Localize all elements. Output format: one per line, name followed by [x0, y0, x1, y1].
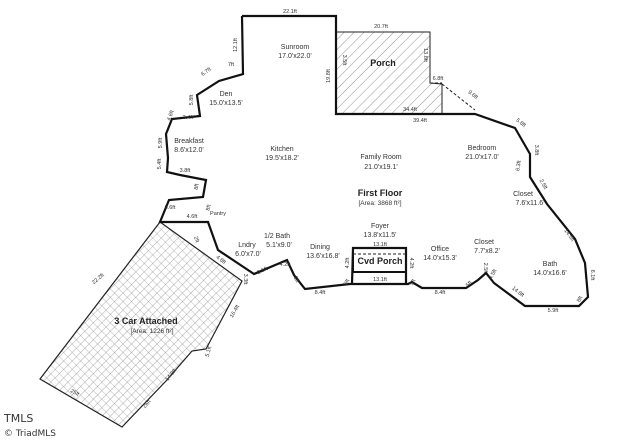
dim-label: 4.5ft: [488, 268, 499, 281]
dim-label: 16.4ft: [229, 304, 241, 319]
dim-label: 4.2ft: [345, 257, 351, 268]
foyer-label: Foyer: [371, 223, 390, 230]
dim-label: 5ft: [409, 278, 417, 287]
dim-label: 7ft: [228, 62, 235, 68]
dim-label: 4.2ft: [280, 262, 291, 268]
kitchen-dims: 19.5'x18.2': [265, 155, 298, 162]
family-room-label: Family Room: [360, 154, 401, 161]
breakfast-label: Breakfast: [174, 138, 204, 145]
closet1-label: Closet: [513, 191, 533, 198]
porch-dashed-diag: [441, 83, 476, 111]
dim-label: 12.1ft: [233, 38, 239, 52]
breakfast-dims: 8.6'x12.0': [174, 147, 204, 154]
dim-label: 14.5ft: [562, 228, 575, 243]
dim-label: 2.5ft: [256, 266, 269, 276]
dim-label: 22.2ft: [91, 272, 106, 286]
dim-label: 5ft: [465, 280, 474, 289]
closet1-dims: 7.6'x11.6': [515, 200, 544, 207]
bedroom-label: Bedroom: [468, 145, 497, 152]
lndry-dims: 6.0'x7.0': [235, 251, 261, 258]
porch-label: Porch: [370, 58, 396, 68]
dim-label: 6.8ft: [433, 76, 444, 82]
dim-label: 8ft: [205, 204, 213, 212]
dim-label: 20.7ft: [374, 24, 388, 30]
dim-label: 13.1ft: [373, 277, 387, 283]
lndry-label: Lndry: [238, 242, 256, 249]
dim-label: 6.6ft: [165, 205, 176, 211]
bath-dims: 14.0'x16.6': [533, 270, 566, 277]
dim-label: 26ft: [142, 399, 153, 410]
dim-label: 5.8ft: [189, 94, 195, 105]
dim-label: 2ft: [192, 236, 200, 244]
dim-label: 2.5ft: [482, 263, 488, 274]
dim-label: 8ft: [576, 295, 584, 304]
cvd-porch-label: Cvd Porch: [357, 256, 402, 266]
dim-label: 3.4ft: [183, 115, 194, 121]
dim-label: 8ft: [194, 183, 201, 191]
dim-label: 4.8ft: [215, 255, 227, 267]
dim-label: 5ft: [292, 275, 300, 284]
dim-label: 22.1ft: [283, 9, 297, 15]
half-bath-dims: 5.1'x9.0': [266, 242, 292, 249]
watermark-line1: TMLS: [3, 412, 33, 425]
porch-area: [335, 31, 443, 115]
dim-label: 4.6ft: [166, 109, 175, 122]
half-bath-label: 1/2 Bath: [264, 233, 290, 240]
den-label: Den: [220, 91, 233, 98]
dim-label: 4.2ft: [408, 258, 414, 269]
floor-title: First Floor: [358, 188, 403, 198]
dim-label: 6.3ft: [515, 160, 523, 172]
dim-label: 3.3ft: [242, 274, 248, 285]
bath-label: Bath: [543, 261, 558, 268]
dim-label: 5ft: [343, 278, 351, 287]
pantry-label: Pantry: [210, 211, 226, 217]
dim-label: 3.5ft: [341, 55, 347, 66]
office-dims: 14.0'x15.3': [423, 255, 456, 262]
dining-dims: 13.6'x16.8': [306, 253, 339, 260]
dim-label: 6.1ft: [589, 270, 595, 281]
floor-area: [Area: 3868 ft²]: [359, 200, 402, 207]
dim-label: 5.4ft: [157, 158, 163, 169]
dim-label: 5.9ft: [158, 137, 164, 148]
garage-label: 3 Car Attached: [114, 316, 177, 326]
sunroom-label: Sunroom: [281, 44, 310, 51]
sunroom-dims: 17.0'x22.0': [278, 53, 311, 60]
den-dims: 15.0'x13.5': [209, 100, 242, 107]
dim-label: 3.8ft: [180, 168, 191, 174]
dim-label: 2.5ft: [538, 178, 549, 191]
dim-label: 5.9ft: [548, 308, 559, 314]
dim-label: 5.1ft: [205, 345, 214, 357]
dim-label: 6.7ft: [200, 66, 213, 77]
watermark-line2: © TriadMLS: [4, 429, 56, 439]
closet2-label: Closet: [474, 239, 494, 246]
dim-label: 39.4ft: [413, 118, 427, 124]
foyer-dims: 13.8'x11.5': [364, 232, 397, 239]
garage-area-label: [Area: 1226 ft²]: [131, 328, 174, 335]
cvd-porch-box: [352, 247, 407, 273]
dim-label: 19.8ft: [326, 69, 332, 83]
dim-label: 8.4ft: [315, 290, 326, 296]
family-room-dims: 21.0'x19.1': [364, 164, 397, 171]
closet2-dims: 7.7'x8.2': [474, 248, 500, 255]
garage-area: [39, 221, 243, 428]
dining-label: Dining: [310, 244, 330, 251]
kitchen-label: Kitchen: [270, 146, 293, 153]
dim-label: 9.6ft: [467, 90, 479, 102]
dim-label: 13.1ft: [373, 242, 387, 248]
dim-label: 25ft: [69, 388, 80, 398]
bedroom-dims: 21.0'x17.0': [465, 154, 498, 161]
dim-label: 3.8ft: [533, 145, 539, 156]
office-label: Office: [431, 246, 449, 253]
dim-label: 13.8ft: [422, 48, 428, 62]
dim-label: 34.4ft: [403, 107, 417, 113]
dim-label: 4.6ft: [187, 214, 198, 220]
dim-label: 8.4ft: [435, 290, 446, 296]
dim-label: 5.8ft: [515, 118, 527, 130]
